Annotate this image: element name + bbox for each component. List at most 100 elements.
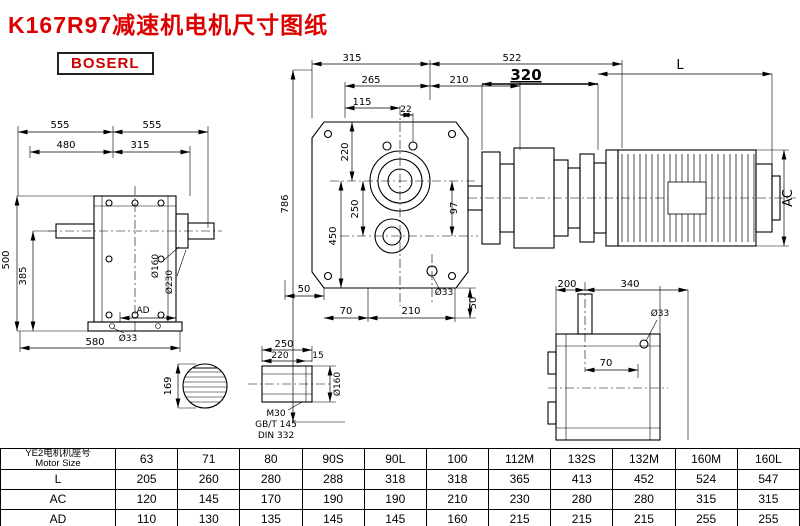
dim-bottom-dia-33: Ø33 <box>651 308 670 319</box>
dim-shaft-250: 250 <box>274 339 293 350</box>
dim-side-580: 580 <box>85 337 104 348</box>
gearbox-side-dimensions: 555 555 480 315 500 385 Ø160 Ø230 AD Ø33… <box>1 120 209 352</box>
row-label: L <box>0 468 116 490</box>
shaft-section-view: 169 <box>163 363 228 409</box>
size-cell: 90S <box>301 448 365 470</box>
dim-front-522: 522 <box>502 53 521 64</box>
size-cell: 63 <box>114 448 179 470</box>
dim-front-210-top: 210 <box>449 75 468 86</box>
foot-mount-view: 200 340 Ø33 70 <box>547 279 689 441</box>
dim-side-385: 385 <box>18 266 29 285</box>
value-cell: 205 <box>114 468 179 490</box>
motor-view <box>467 147 796 249</box>
dim-front-hole-33: Ø33 <box>435 287 454 298</box>
note-shaft-din332: DIN 332 <box>258 431 294 441</box>
dim-side-555-left: 555 <box>50 120 69 131</box>
value-cell: 215 <box>612 508 676 526</box>
dim-section-169: 169 <box>163 376 174 395</box>
size-cell: 71 <box>177 448 241 470</box>
dim-front-250: 250 <box>350 199 361 218</box>
note-shaft-m30: M30 <box>266 409 285 419</box>
table-row-L: L 205 260 280 288 318 318 365 413 452 52… <box>0 468 800 490</box>
size-cell: 160L <box>736 448 800 470</box>
size-cell: 160M <box>674 448 738 470</box>
dim-front-22: 22 <box>400 105 411 115</box>
size-cell: 90L <box>363 448 427 470</box>
size-cell: 112M <box>488 448 552 470</box>
dim-shaft-15: 15 <box>312 351 323 361</box>
value-cell: 260 <box>177 468 241 490</box>
dim-front-97: 97 <box>449 202 460 215</box>
motor-size-header-cell: YE2电机机座号 Motor Size <box>0 448 116 470</box>
dim-side-500: 500 <box>1 250 12 269</box>
brand-logo: BOSERL <box>57 52 154 75</box>
value-cell: 280 <box>239 468 303 490</box>
dim-side-dia-230: Ø230 <box>164 270 175 295</box>
value-cell: 210 <box>425 488 490 510</box>
dim-front-50-left: 50 <box>298 284 311 295</box>
value-cell: 315 <box>674 488 738 510</box>
dim-bottom-200: 200 <box>557 279 576 290</box>
motor-size-table: YE2电机机座号 Motor Size 63 71 80 90S 90L 100… <box>0 448 800 526</box>
row-label: AC <box>0 488 116 510</box>
value-cell: 524 <box>674 468 738 490</box>
value-cell: 547 <box>736 468 800 490</box>
dim-front-70: 70 <box>340 306 353 317</box>
dim-shaft-220: 220 <box>271 351 288 361</box>
dim-front-450: 450 <box>328 226 339 245</box>
dim-motor-320: 320 <box>510 66 541 84</box>
dim-front-115: 115 <box>352 97 371 108</box>
table-row-AD: AD 110 130 135 145 145 160 215 215 215 2… <box>0 508 800 526</box>
value-cell: 145 <box>363 508 427 526</box>
value-cell: 160 <box>425 508 490 526</box>
value-cell: 215 <box>550 508 614 526</box>
gearbox-side-view <box>48 186 222 336</box>
dim-motor-L: L <box>676 58 684 73</box>
table-row-AC: AC 120 145 170 190 190 210 230 280 280 3… <box>0 488 800 510</box>
table-header-row: YE2电机机座号 Motor Size 63 71 80 90S 90L 100… <box>0 448 800 470</box>
motor-dimensions: 320 L AC <box>481 58 796 247</box>
value-cell: 110 <box>114 508 179 526</box>
value-cell: 230 <box>488 488 552 510</box>
technical-drawing: 315 522 265 210 115 22 786 220 250 450 9… <box>1 53 796 441</box>
dim-front-265: 265 <box>361 75 380 86</box>
note-shaft-gbt145: GB/T 145 <box>255 420 297 430</box>
dim-front-786: 786 <box>280 194 291 213</box>
value-cell: 190 <box>363 488 427 510</box>
value-cell: 255 <box>736 508 800 526</box>
dim-shaft-dia-160: Ø160 <box>332 372 343 397</box>
dim-front-220: 220 <box>340 142 351 161</box>
dim-front-50-right: 50 <box>468 297 479 310</box>
value-cell: 145 <box>177 488 241 510</box>
value-cell: 318 <box>425 468 490 490</box>
value-cell: 318 <box>363 468 427 490</box>
page-title: K167R97减速机电机尺寸图纸 <box>8 12 329 38</box>
value-cell: 130 <box>177 508 241 526</box>
output-shaft-detail: 250 220 15 Ø160 M30 GB/T 145 DIN 332 <box>248 339 343 441</box>
value-cell: 170 <box>239 488 303 510</box>
dim-front-315: 315 <box>342 53 361 64</box>
value-cell: 280 <box>550 488 614 510</box>
dim-bottom-340: 340 <box>620 279 639 290</box>
header-label-en: Motor Size <box>35 457 81 469</box>
row-label: AD <box>0 508 116 526</box>
dim-side-AD: AD <box>136 306 149 316</box>
value-cell: 413 <box>550 468 614 490</box>
dim-bottom-70: 70 <box>600 358 613 369</box>
value-cell: 215 <box>488 508 552 526</box>
value-cell: 145 <box>301 508 365 526</box>
size-cell: 132M <box>612 448 676 470</box>
dim-side-315: 315 <box>130 140 149 151</box>
header-label-cn: YE2电机机座号 <box>25 448 91 459</box>
value-cell: 365 <box>488 468 552 490</box>
value-cell: 255 <box>674 508 738 526</box>
dim-side-480: 480 <box>56 140 75 151</box>
dim-front-210-bottom: 210 <box>401 306 420 317</box>
value-cell: 315 <box>736 488 800 510</box>
gearbox-front-dimensions: 315 522 265 210 115 22 786 220 250 450 9… <box>261 53 623 423</box>
value-cell: 120 <box>114 488 179 510</box>
dim-side-555-right: 555 <box>142 120 161 131</box>
gearbox-front-view <box>311 106 478 306</box>
value-cell: 288 <box>301 468 365 490</box>
